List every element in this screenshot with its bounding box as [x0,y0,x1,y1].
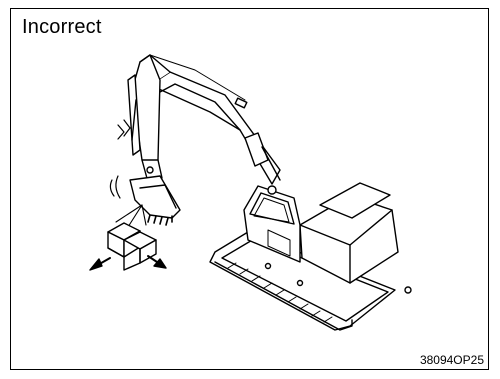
stick-arm [128,55,160,175]
vibration-lines-icon [110,120,130,198]
bucket [130,176,180,225]
sling-ropes [116,205,146,227]
suspended-load-icon [108,223,156,270]
